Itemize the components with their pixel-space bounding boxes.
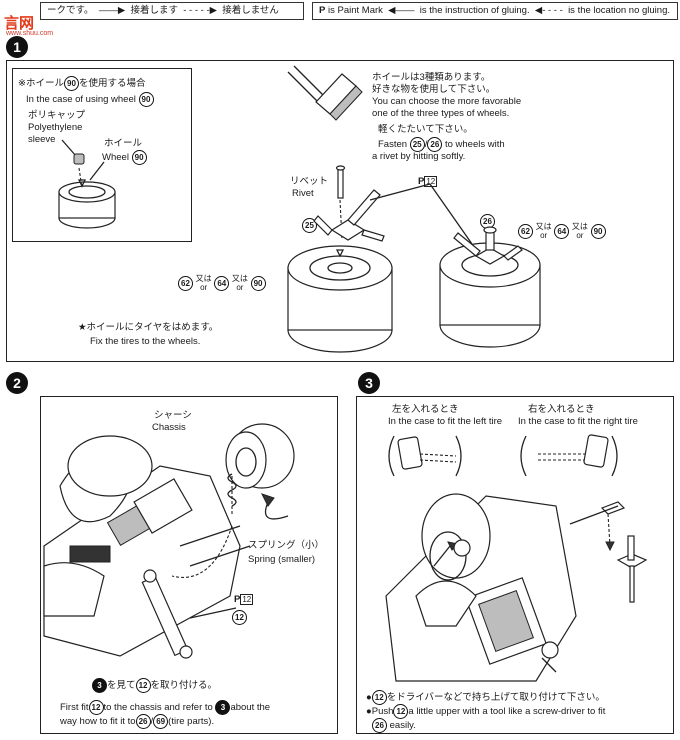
arrow-solid-icon: ——▶ xyxy=(96,5,128,16)
info-jp-b: 好きな物を使用して下さい。 xyxy=(372,84,496,95)
legend-en-noglue: is the location no gluing. xyxy=(568,5,670,16)
paint-mark-icon: P xyxy=(418,176,425,187)
tap-jp: 軽くたたいて下さい。 xyxy=(378,124,473,135)
paint-code: 12 xyxy=(240,594,254,605)
paint-mark-icon: P xyxy=(319,5,326,16)
legend-en-paint: is Paint Mark xyxy=(327,5,383,16)
chassis-label-jp: シャーシ xyxy=(154,410,192,421)
watermark-logo: 言网 xyxy=(4,15,35,32)
rivet-label-jp: リベット xyxy=(290,176,329,187)
part-12-label: 12 xyxy=(232,610,247,625)
part-25-label: 25 xyxy=(302,218,317,233)
part-number-badge: 90 xyxy=(63,76,79,91)
step-3-badge: 3 xyxy=(358,372,380,394)
step-2-badge: 2 xyxy=(6,372,28,394)
rivet-label-en: Rivet xyxy=(292,188,314,199)
tire-instruction-en: Fix the tires to the wheels. xyxy=(90,336,201,347)
hammer-icon xyxy=(287,65,363,121)
part-number-badge: 64 xyxy=(554,223,570,239)
left-tire-en: In the case to fit the left tire xyxy=(388,416,503,427)
arrow-dashed-icon: ◀- - - - xyxy=(532,5,566,16)
step-ref-badge: 3 xyxy=(215,700,231,715)
part-number-badge: 26 xyxy=(135,714,151,729)
spring-label-en: Spring (smaller) xyxy=(248,554,316,565)
wheel-label-jp: ホイール xyxy=(104,138,143,149)
legend-jp-noglue: 接着しません xyxy=(222,5,279,16)
wheel-90-drawing xyxy=(58,139,116,229)
part-number-badge: 62 xyxy=(178,275,193,291)
part-number-badge: 69 xyxy=(153,714,169,729)
bullet-icon: ● xyxy=(366,692,372,704)
part-number-badge: 12 xyxy=(88,700,104,715)
tire-fit-diagrams xyxy=(385,434,648,682)
tire-instruction-jp: ★ホイールにタイヤをはめます。 xyxy=(78,322,219,333)
part-number-badge: 90 xyxy=(250,275,266,291)
legend-jp-paint: ークです。 xyxy=(47,5,94,16)
info-jp-a: ホイールは3種類あります。 xyxy=(372,72,491,83)
legend-jp-glue: 接着します xyxy=(130,5,178,16)
part-number-badge: 62 xyxy=(518,223,533,239)
part-number-badge: 26 xyxy=(427,137,443,152)
step-ref-badge: 3 xyxy=(92,678,107,693)
part-number-badge: 26 xyxy=(372,718,387,733)
step-1-badge: 1 xyxy=(6,36,28,58)
bullet-icon: ● xyxy=(366,706,372,718)
poly-label-jp: ポリキャップ xyxy=(28,110,86,121)
part-26-label: 26 xyxy=(480,214,495,229)
header-legend-bar: ークです。 ——▶ 接着します - - - - -▶ 接着しません P is P… xyxy=(0,0,680,28)
info-en-b: one of the three types of wheels. xyxy=(372,108,510,119)
arrow-solid-icon: ◀—— xyxy=(385,5,418,16)
asterisk-icon: ※ xyxy=(18,78,26,90)
watermark-url: www.shuu.com xyxy=(6,30,54,37)
paint-mark-icon: P xyxy=(234,594,241,605)
info-en-a: You can choose the more favorable xyxy=(372,96,522,107)
chassis-label-en: Chassis xyxy=(152,422,186,433)
part-number-badge: 25 xyxy=(409,137,425,152)
legend-box-english: P is Paint Mark ◀—— is the instruction o… xyxy=(312,2,678,20)
legend-box-japanese: ークです。 ——▶ 接着します - - - - -▶ 接着しません xyxy=(40,2,304,20)
part-number-badge: 26 xyxy=(480,214,495,229)
step3-en-line2: 26 easily. xyxy=(372,718,416,733)
wheel-label-en: Wheel 90 xyxy=(102,150,147,165)
fasten-en-b: a rivet by hitting softly. xyxy=(372,151,466,162)
paint-code: 12 xyxy=(424,176,438,187)
left-tire-jp: 左を入れるとき xyxy=(392,404,459,415)
part-number-badge: 64 xyxy=(214,275,230,291)
poly-label-en-a: Polyethylene xyxy=(28,122,83,133)
part-number-badge: 12 xyxy=(393,704,409,719)
right-tire-en: In the case to fit the right tire xyxy=(518,416,638,427)
arrow-dashed-icon: - - - - -▶ xyxy=(180,5,220,16)
poly-label-en-b: sleeve xyxy=(28,134,56,145)
chassis-drawing xyxy=(43,423,295,659)
part-number-badge: 90 xyxy=(138,92,154,107)
part-number-badge: 25 xyxy=(302,218,317,233)
inset-title-en: In the case of using wheel 90 xyxy=(26,92,154,107)
right-tire-jp: 右を入れるとき xyxy=(528,404,595,415)
fasten-en-a: Fasten 25/26 to wheels with xyxy=(378,137,505,152)
part-number-badge: 90 xyxy=(590,223,606,239)
part-number-badge: 12 xyxy=(232,610,247,625)
spring-label-jp: スプリング（小） xyxy=(248,540,325,551)
part-number-badge: 12 xyxy=(371,690,387,705)
part-number-badge: 12 xyxy=(135,678,151,693)
legend-en-glue: is the instruction of gluing. xyxy=(419,5,530,16)
part-number-badge: 90 xyxy=(131,150,147,165)
wheel-assembly-drawing xyxy=(287,165,541,353)
